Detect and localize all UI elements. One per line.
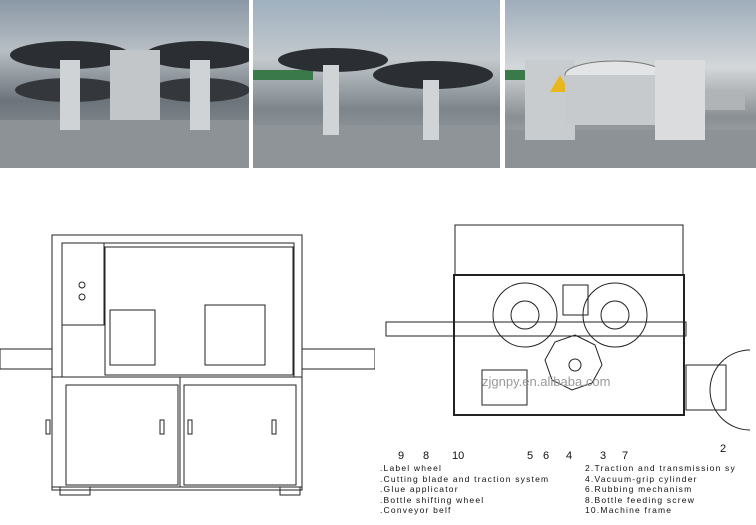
watermark: zjgnpy.en.alibaba.com	[482, 374, 610, 389]
callout-7: 7	[622, 450, 629, 462]
side-view-drawing	[0, 234, 375, 496]
legend-item: 4.Vacuum-grip cylinder	[585, 473, 698, 484]
legend-item: .Conveyor belf	[380, 505, 452, 516]
legend-item: 2.Traction and transmission sy	[585, 463, 736, 473]
machine-photo-2	[253, 0, 500, 168]
legend-item: 10.Machine frame	[585, 505, 673, 516]
callout-6: 6	[543, 450, 550, 462]
legend-item: 6.Rubbing mechanism	[585, 484, 693, 495]
machine-photo-3	[505, 0, 756, 168]
callout-5: 5	[527, 450, 534, 462]
callout-8: 8	[423, 450, 430, 462]
legend-item: 8.Bottle feeding screw	[585, 494, 696, 505]
legend-item: .Bottle shifting wheel	[380, 494, 485, 505]
callout-9: 9	[398, 450, 405, 462]
top-view-drawing: zjgnpy.en.alibaba.com	[385, 224, 751, 431]
callout-10: 10	[452, 450, 465, 462]
callout-3: 3	[600, 450, 607, 462]
legend-item: .Cutting blade and traction system	[380, 473, 550, 484]
callout-4: 4	[566, 450, 573, 462]
callout-2: 2	[720, 443, 727, 455]
legend-item: .Label wheel	[380, 463, 443, 473]
machine-photo-1	[0, 0, 249, 168]
legend-item: .Glue applicator	[380, 484, 459, 495]
